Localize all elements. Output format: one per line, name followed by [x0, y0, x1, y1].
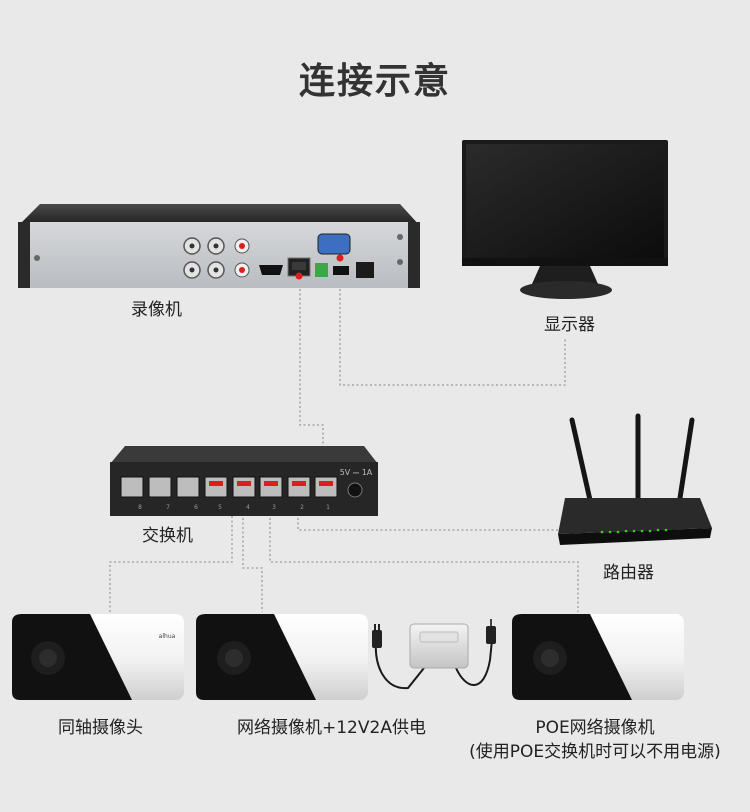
page-title: 连接示意 — [298, 61, 451, 102]
port-number-8: 8 — [138, 504, 142, 511]
network-camera-device — [196, 614, 368, 700]
port-number-6: 6 — [194, 504, 198, 511]
coax-camera-label: 同轴摄像头 — [58, 718, 143, 738]
hdmi-port — [259, 265, 283, 275]
poe-camera-device — [512, 614, 684, 700]
switch-label: 交换机 — [142, 526, 193, 546]
port-number-1: 1 — [326, 504, 330, 511]
monitor-label: 显示器 — [544, 315, 595, 335]
vga-port — [317, 233, 351, 255]
port-number-3: 3 — [272, 504, 276, 511]
switch-device: 8 7 6 5 4 3 2 1 5V ⎓ 1A — [110, 446, 378, 516]
network-camera-label: 网络摄像机+12V2A供电 — [237, 718, 426, 738]
usb-port — [333, 266, 349, 275]
power-adapter-device — [372, 619, 496, 690]
recorder-device — [18, 204, 420, 288]
wire-switch-poe-camera — [269, 500, 579, 612]
wire-recorder-switch — [299, 280, 324, 470]
port-number-4: 4 — [246, 504, 250, 511]
port-number-2: 2 — [300, 504, 304, 511]
recorder-power-port — [356, 262, 374, 278]
router-device — [558, 413, 712, 545]
wire-recorder-monitor — [339, 280, 566, 386]
switch-port-numbers: 8 7 6 5 4 3 2 1 — [138, 504, 330, 511]
port-number-7: 7 — [166, 504, 170, 511]
router-leds — [600, 528, 668, 534]
recorder-label: 录像机 — [131, 300, 182, 320]
poe-camera-label: POE网络摄像机 — [535, 718, 655, 738]
coax-camera-device: alhua — [12, 614, 184, 700]
switch-power-text: 5V ⎓ 1A — [340, 468, 373, 477]
wire-recorder-coax-camera — [109, 500, 233, 612]
audio-ports — [234, 238, 250, 278]
wire-switch-network-camera — [242, 500, 263, 612]
router-label: 路由器 — [603, 563, 654, 583]
poe-camera-note: (使用POE交换机时可以不用电源) — [469, 742, 721, 762]
switch-power-port — [347, 482, 363, 498]
alarm-terminal — [315, 263, 328, 277]
camera-brand-logo: alhua — [159, 633, 176, 640]
port-number-5: 5 — [218, 504, 222, 511]
monitor-device — [462, 140, 668, 299]
